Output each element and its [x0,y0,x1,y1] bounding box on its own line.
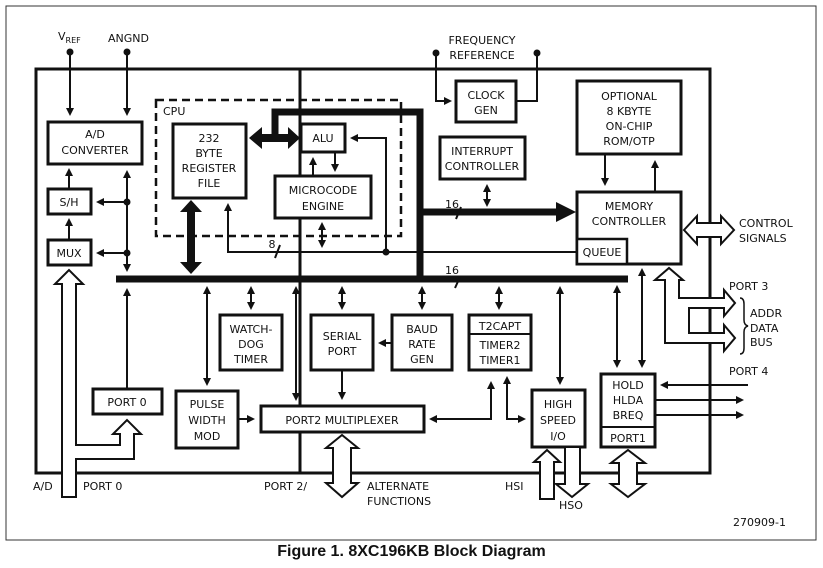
memory-controller-label-2: CONTROLLER [592,215,667,228]
bus-width-16-lower: 16 [445,264,459,277]
ad-converter-block [46,120,144,166]
register-file-label-4: FILE [198,177,221,190]
register-file-label-3: REGISTER [182,162,237,175]
port2-io-arrow [323,433,361,499]
register-file-label-1: 232 [199,132,220,145]
rom-label-4: ROM/OTP [603,135,655,148]
serial-port-label-2: PORT [328,345,357,358]
bus-label: BUS [750,336,773,349]
pwm-label-1: PULSE [190,398,225,411]
memory-controller-label-1: MEMORY [605,200,654,213]
watchdog-label-1: WATCH- [230,323,273,336]
pwm-label-2: WIDTH [188,414,226,427]
chip-boundary [36,67,712,475]
interrupt-label-2: CONTROLLER [445,160,520,173]
port2-multiplexer-label: PORT2 MULTIPLEXER [285,414,399,427]
high-speed-io-block [530,388,587,449]
queue-block [575,237,629,266]
serial-port-label-1: SERIAL [323,330,362,343]
clock-gen-label-1: CLOCK [468,89,506,102]
mux-label: MUX [56,247,82,260]
serial-port-block [309,313,375,372]
register-bus-arrow [180,200,202,274]
queue-label: QUEUE [583,246,622,259]
port1-label: PORT1 [610,432,646,445]
timer-block [467,313,533,372]
port0-label: PORT 0 [107,396,146,409]
ad-converter-label-1: A/D [85,128,105,141]
microcode-engine-block [273,174,373,220]
sample-hold-label: S/H [60,196,79,209]
figure-caption: Figure 1. 8XC196KB Block Diagram [277,543,546,560]
watchdog-label-2: DOG [238,338,264,351]
addr-label: ADDR [750,307,782,320]
hlda-label: HLDA [613,394,644,407]
cpu-label: CPU [163,105,185,118]
port0-ext-label: PORT 0 [83,480,122,493]
vref-label: VREF [58,30,81,45]
clock-gen-block [454,79,518,124]
hsio-label-3: I/O [550,430,566,443]
rom-label-3: ON-CHIP [606,120,653,133]
timer1-label: TIMER1 [478,354,520,367]
rom-label-2: 8 KBYTE [606,105,651,118]
hold-port1-block [599,372,657,449]
baud-label-3: GEN [410,353,434,366]
microcode-label-1: MICROCODE [289,184,358,197]
ad-port0-input-arrow [52,268,144,498]
angnd-label: ANGND [108,32,149,45]
control-signals-arrow [682,213,736,247]
port4-label: PORT 4 [729,365,768,378]
hso-arrow [553,448,591,499]
ad-ext-label: A/D [33,480,53,493]
baud-label-1: BAUD [406,323,438,336]
interrupt-controller-block [438,135,527,181]
alternate-functions-label-2: FUNCTIONS [367,495,431,508]
interrupt-label-1: INTERRUPT [451,145,513,158]
microcode-label-2: ENGINE [302,200,344,213]
rom-label-1: OPTIONAL [601,90,658,103]
hsi-label: HSI [505,480,524,493]
cpu-boundary [154,98,403,238]
watchdog-timer-block [218,313,284,372]
bus-width-16-upper: 16 [445,198,459,211]
watchdog-label-3: TIMER [233,353,268,366]
data-label: DATA [750,322,779,335]
baud-rate-gen-block [390,313,454,372]
hold-label: HOLD [612,379,644,392]
alu-label: ALU [312,132,333,145]
hsi-arrow [531,448,563,500]
control-signals-label-2: SIGNALS [739,232,787,245]
hsio-label-2: SPEED [540,414,576,427]
control-signals-label-1: CONTROL [739,217,794,230]
alternate-functions-label-1: ALTERNATE [367,480,429,493]
port1-io-arrow [608,448,648,499]
port2-ext-label: PORT 2/ [264,480,307,493]
timer2-label: TIMER2 [478,339,520,352]
addr-data-bus-arrows [652,266,737,354]
frequency-reference-label-2: REFERENCE [449,49,514,62]
port2-multiplexer-block [259,404,426,434]
figure-frame [5,5,817,541]
hso-label: HSO [559,499,583,512]
register-file-label-2: BYTE [195,147,222,160]
pulse-width-mod-block [174,389,240,450]
pwm-label-3: MOD [194,430,221,443]
document-number: 270909-1 [733,516,786,529]
clock-gen-label-2: GEN [474,104,498,117]
hsio-label-1: HIGH [544,398,572,411]
frequency-reference-label-1: FREQUENCY [448,34,515,47]
register-file-block [171,122,248,200]
baud-label-2: RATE [408,338,436,351]
t2capt-label: T2CAPT [478,320,522,333]
breq-label: BREQ [613,409,644,422]
port3-label: PORT 3 [729,280,768,293]
alu-block [299,122,347,154]
bus-width-8: 8 [269,238,276,251]
ad-converter-label-2: CONVERTER [61,144,129,157]
rom-block [575,79,683,156]
